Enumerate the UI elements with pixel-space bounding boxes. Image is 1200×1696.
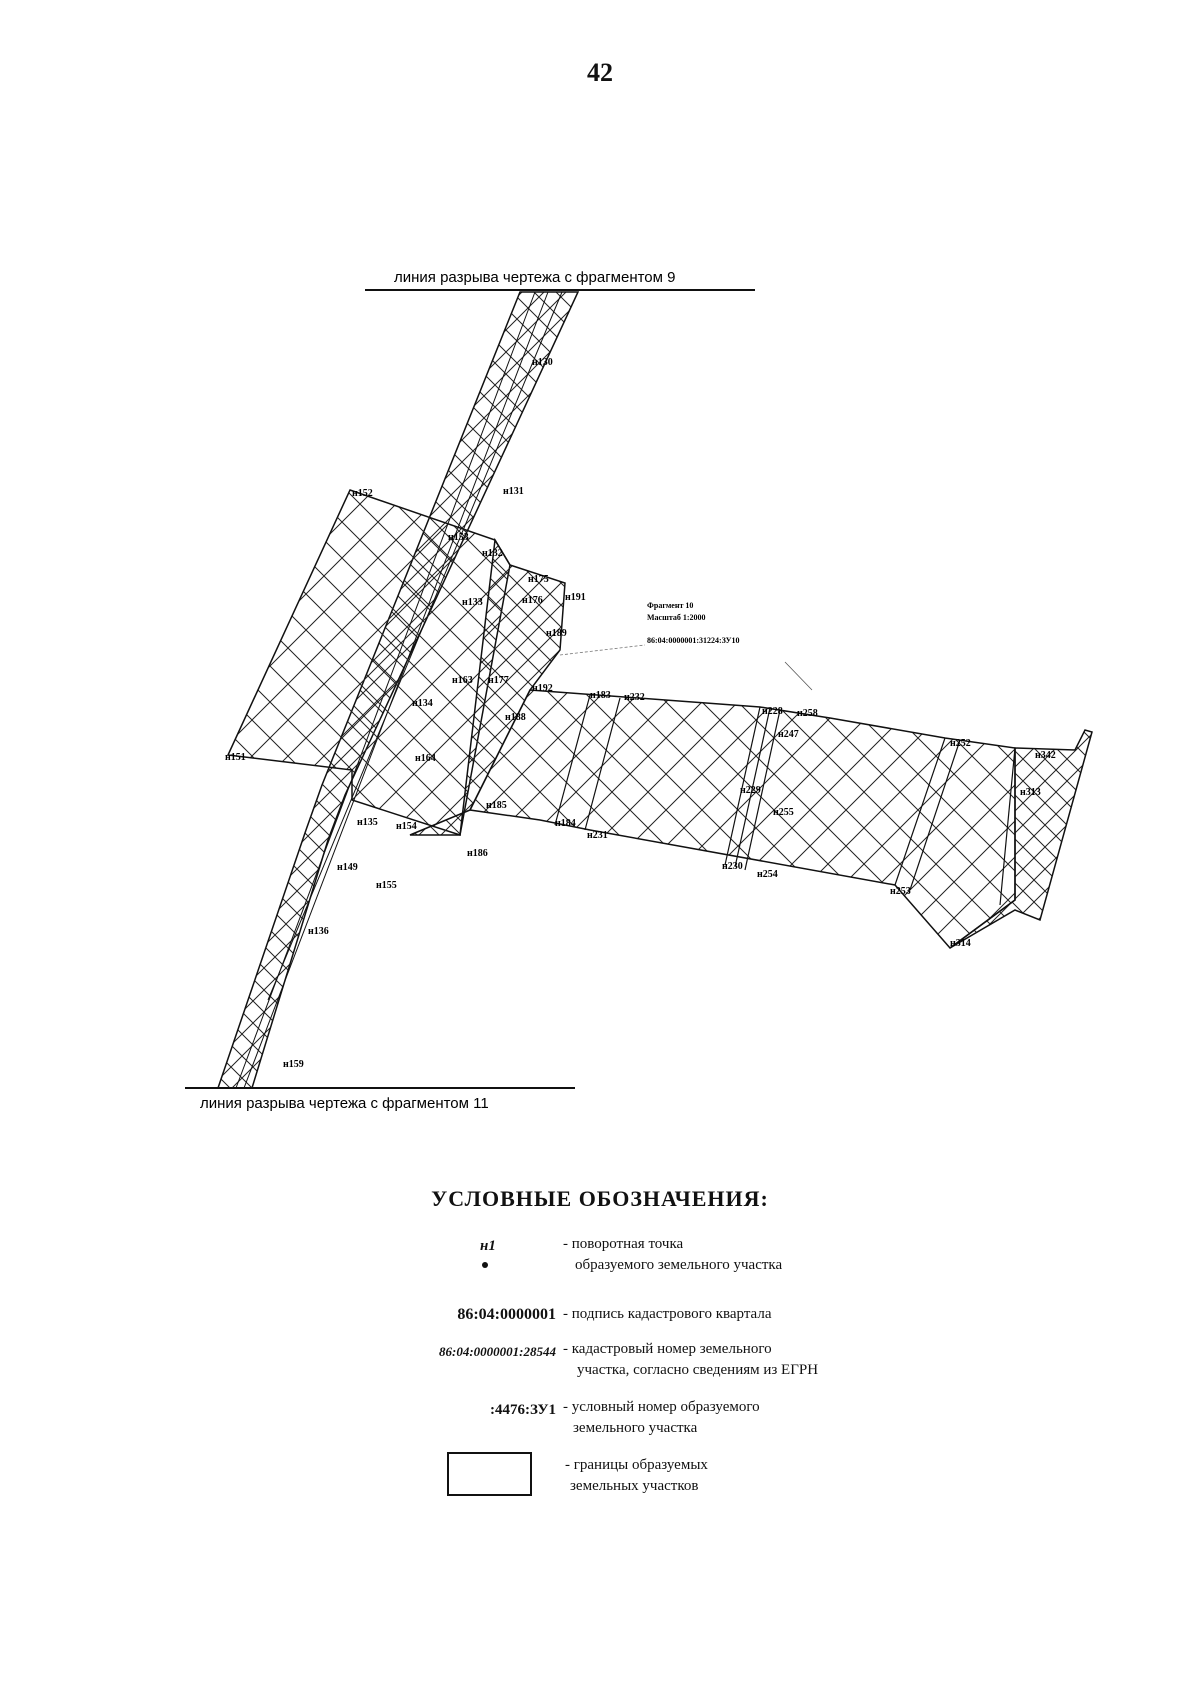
point-label: н185: [486, 800, 507, 811]
point-label: н154: [396, 821, 417, 832]
point-label: н152: [352, 488, 373, 499]
point-label: н247: [778, 729, 799, 740]
point-label: н254: [757, 869, 778, 880]
legend-vertex-desc-2: образуемого земельного участка: [575, 1257, 783, 1273]
point-label: н258: [797, 708, 818, 719]
point-label: н159: [283, 1059, 304, 1070]
page-number: 42: [587, 58, 613, 87]
legend-quarter-key: 86:04:0000001: [457, 1306, 556, 1323]
point-label: н177: [488, 675, 509, 686]
point-label: н135: [357, 817, 378, 828]
point-label: н189: [546, 628, 567, 639]
point-label: н313: [1020, 787, 1041, 798]
point-label: н163: [452, 675, 473, 686]
point-label: н230: [722, 861, 743, 872]
point-label: н176: [522, 595, 543, 606]
point-label: н232: [624, 692, 645, 703]
legend-cond-desc-2: земельного участка: [573, 1420, 698, 1436]
legend-vertex-desc-1: - поворотная точка: [563, 1236, 684, 1252]
legend-boundary-desc-2: земельных участков: [570, 1478, 699, 1494]
point-label: н164: [415, 753, 436, 764]
point-label: н231: [587, 830, 608, 841]
svg-text:Фрагмент 10: Фрагмент 10: [647, 601, 693, 610]
legend-boundary-swatch: [447, 1452, 532, 1496]
fragment-annotation: Фрагмент 10 Масштаб 1:2000 86:04:0000001…: [559, 601, 813, 691]
legend-title: УСЛОВНЫЕ ОБОЗНАЧЕНИЯ:: [431, 1186, 769, 1211]
point-label: н184: [555, 818, 576, 829]
legend-cond-key: :4476:ЗУ1: [489, 1402, 556, 1418]
point-label: н314: [950, 938, 971, 949]
legend-cond-desc-1: - условный номер образуемого: [563, 1399, 760, 1415]
point-label: н153: [448, 532, 469, 543]
point-label: н133: [462, 597, 483, 608]
legend-boundary-desc-1: - границы образуемых: [565, 1457, 708, 1473]
legend-parcel-desc-2: участка, согласно сведениям из ЕГРН: [577, 1362, 819, 1378]
point-label: н188: [505, 712, 526, 723]
point-label: н132: [482, 548, 503, 559]
point-label: н136: [308, 926, 329, 937]
point-label: н175: [528, 574, 549, 585]
point-label: н228: [762, 706, 783, 717]
point-label: н229: [740, 785, 761, 796]
point-label: н149: [337, 862, 358, 873]
break-line-bottom-label: линия разрыва чертежа с фрагментом 11: [200, 1095, 489, 1112]
right-end-parcel: [949, 729, 1093, 949]
corridor-dividers: [554, 694, 1016, 906]
point-labels: н130 н131 н152 н153 н132 н175 н176 н191 …: [225, 357, 1056, 1070]
point-label: н183: [590, 690, 611, 701]
point-label: н151: [225, 752, 246, 763]
point-label: н192: [532, 683, 553, 694]
point-label: н191: [565, 592, 586, 603]
point-label: н252: [950, 738, 971, 749]
break-line-top-label: линия разрыва чертежа с фрагментом 9: [394, 269, 675, 286]
legend-parcel-key: 86:04:0000001:28544: [439, 1344, 556, 1359]
road-strip-parcel: [216, 291, 580, 1089]
point-label: н155: [376, 880, 397, 891]
legend-quarter-desc: - подпись кадастрового квартала: [563, 1306, 772, 1322]
svg-text:Масштаб 1:2000: Масштаб 1:2000: [647, 613, 706, 622]
svg-text:86:04:0000001:31224:ЗУ10: 86:04:0000001:31224:ЗУ10: [647, 636, 740, 645]
point-label: н342: [1035, 750, 1056, 761]
point-label: н255: [773, 807, 794, 818]
point-label: н131: [503, 486, 524, 497]
legend-parcel-desc-1: - кадастровый номер земельного: [563, 1341, 772, 1357]
point-label: н253: [890, 886, 911, 897]
point-label: н134: [412, 698, 433, 709]
legend-vertex-key: н1: [480, 1238, 496, 1254]
cadastral-map: линия разрыва чертежа с фрагментом 9 лин…: [185, 269, 1093, 1112]
point-label: н186: [467, 848, 488, 859]
vertex-dot-icon: [482, 1262, 488, 1268]
point-label: н130: [532, 357, 553, 368]
